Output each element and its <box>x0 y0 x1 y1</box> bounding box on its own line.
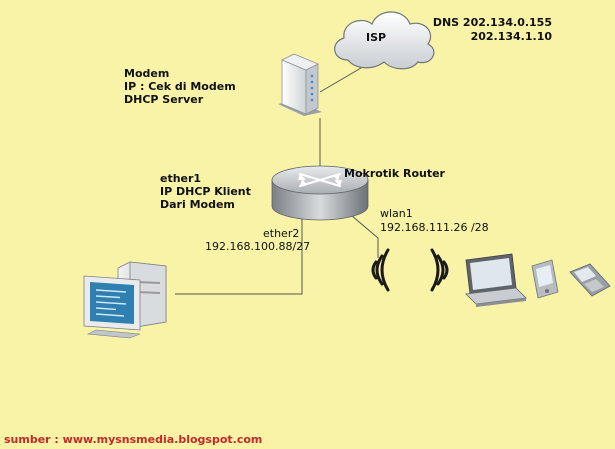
modem-title: Modem <box>124 67 170 80</box>
ether1-title: ether1 <box>160 172 202 185</box>
ether1-source: Dari Modem <box>160 198 235 211</box>
router-icon <box>271 165 369 221</box>
wifi-signal-icon <box>430 248 449 292</box>
modem-ip: IP : Cek di Modem <box>124 80 236 93</box>
phone-icon <box>569 263 611 297</box>
modem-icon <box>278 53 322 116</box>
pda-icon <box>531 259 559 299</box>
modem-dhcp: DHCP Server <box>124 93 204 106</box>
wifi-signal-icon <box>371 248 390 292</box>
laptop-icon <box>465 253 527 307</box>
ether2-title: ether2 <box>263 227 300 240</box>
source-credit: sumber : www.mysnsmedia.blogspot.com <box>4 433 263 446</box>
cloud-icon <box>334 11 435 70</box>
dns-secondary: 202.134.1.10 <box>470 30 552 43</box>
desktop-pc-icon <box>83 261 167 339</box>
ether2-ip: 192.168.100.88/27 <box>205 240 311 253</box>
wlan1-title: wlan1 <box>380 207 413 220</box>
router-pc-link <box>175 218 303 295</box>
ether1-mode: IP DHCP Klient <box>160 185 251 198</box>
isp-label: ISP <box>366 31 387 44</box>
router-label: Mokrotik Router <box>344 167 445 180</box>
dns-primary: DNS 202.134.0.155 <box>432 16 552 29</box>
wlan1-ip: 192.168.111.26 /28 <box>380 221 489 234</box>
